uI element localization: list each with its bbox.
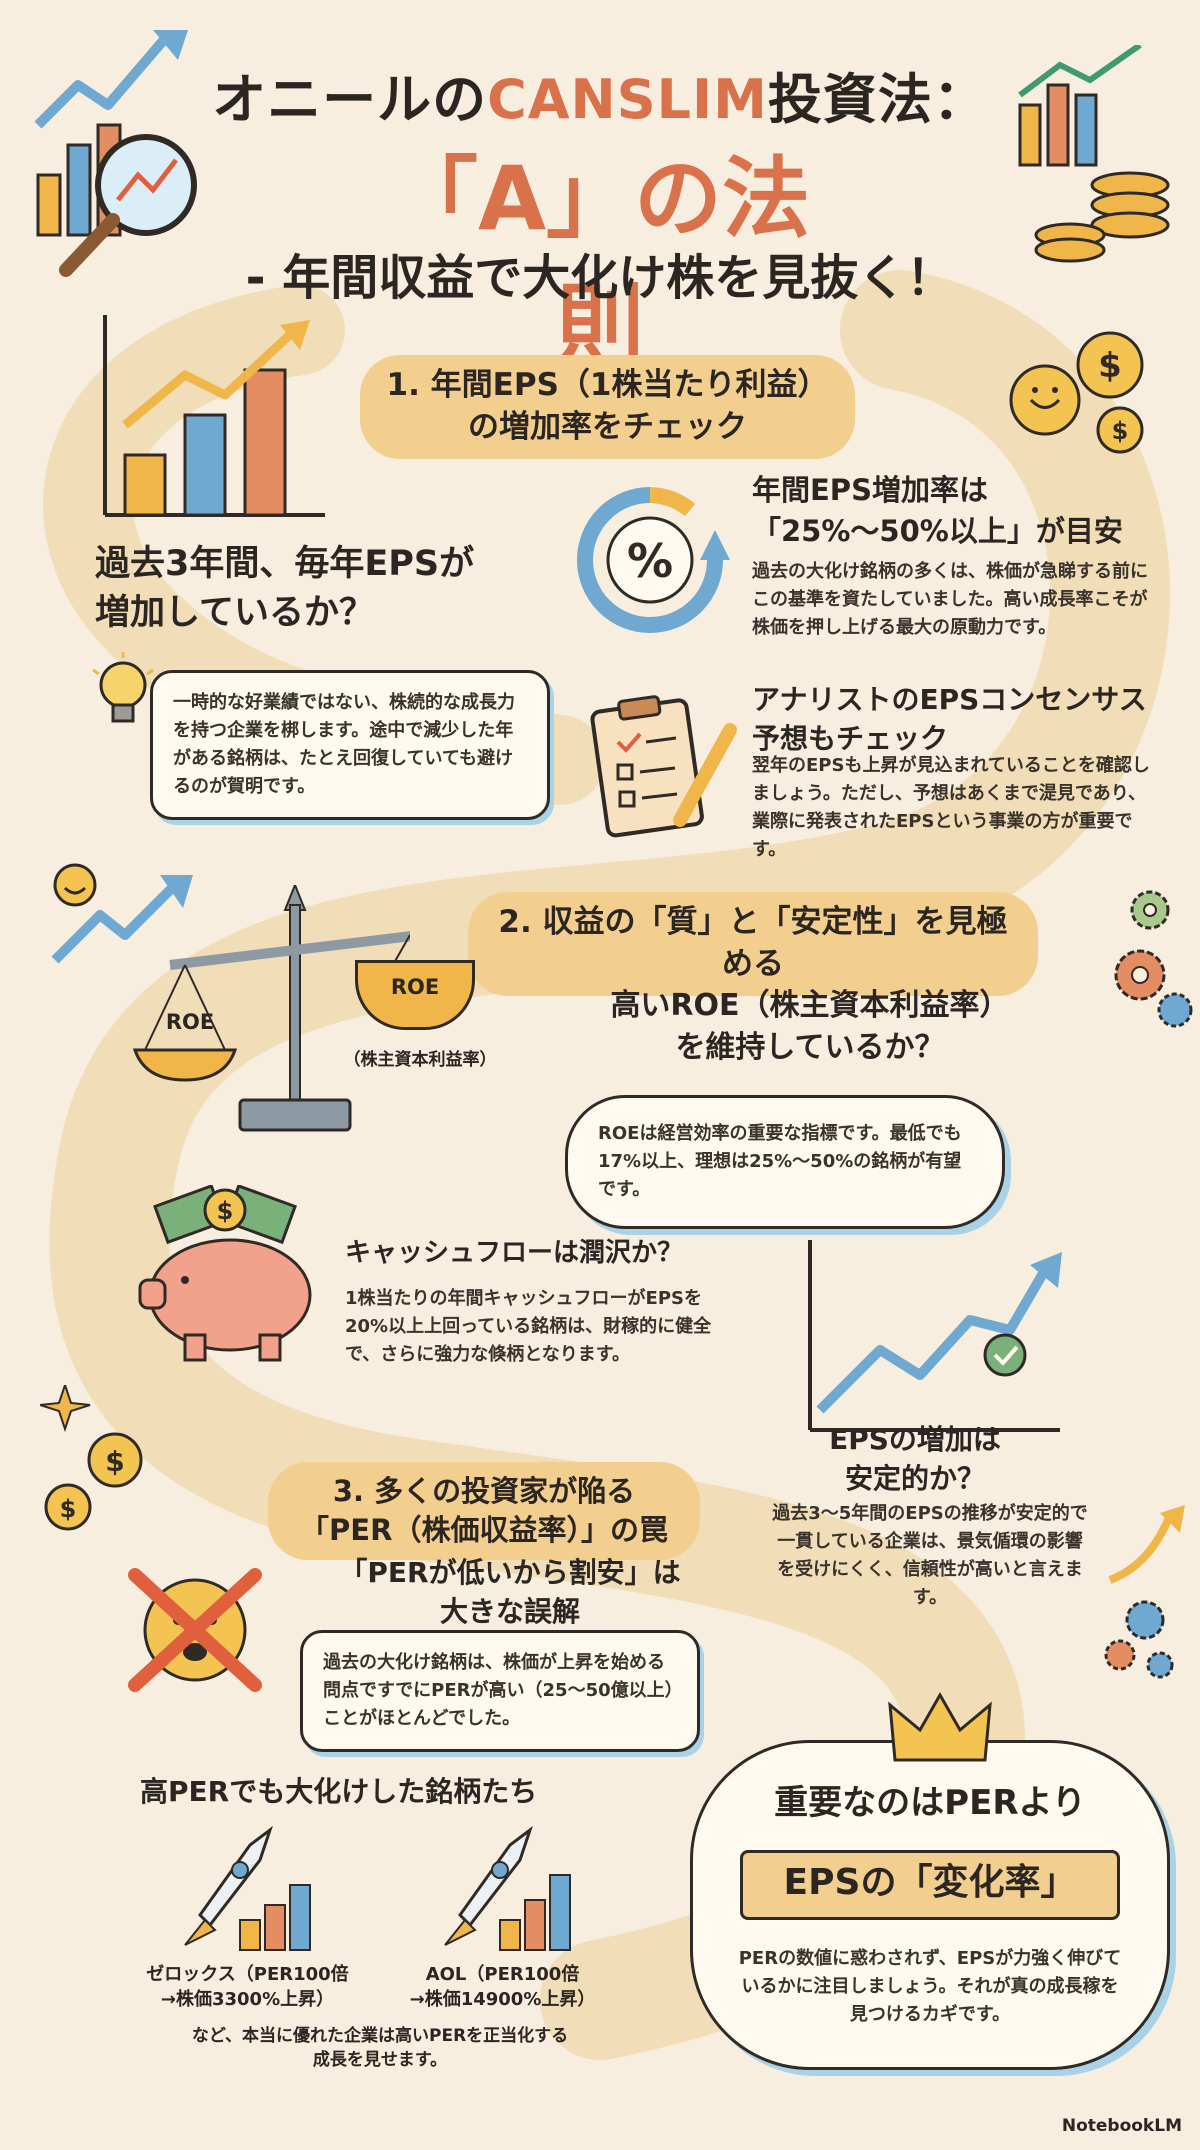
percent-cycle-icon: %: [577, 487, 730, 633]
percent-symbol: %: [627, 534, 673, 588]
scale-right-label: ROE: [390, 975, 440, 999]
dollar-sign-3: $: [217, 1197, 234, 1225]
eps-growth-question: 過去3年間、毎年EPSが 増加しているか？: [95, 544, 475, 633]
crossed-out-face-icon: [128, 1568, 262, 1692]
clipboard-checklist-icon: [590, 695, 737, 838]
rocket-chart-icon-1: [184, 1825, 311, 1951]
section-2-heading: 2. 収益の「質」と「安定性」を見極める: [468, 892, 1038, 996]
roe-title: 高いROE（株主資本利益率） を維持しているか？: [610, 988, 1010, 1065]
dollar-sign-1: $: [1098, 346, 1122, 386]
coins-chart-icon: [1018, 45, 1170, 263]
smiley-arrow-icon: [51, 863, 193, 964]
growth-chart-magnifier-icon: [34, 30, 197, 277]
title-line-1: オニールのCANSLIM投資法：: [200, 55, 1000, 134]
example-xerox: ゼロックス（PER100倍 →株価3300%上昇）: [146, 1964, 349, 2011]
lightbulb-icon: [92, 652, 154, 723]
title-suffix: 投資法：: [767, 68, 988, 131]
key-takeaway-title: 重要なのはPERより: [774, 1783, 1086, 1823]
examples-note: など、本当に優れた企業は高いPERを正当化する 成長を見せます。: [191, 2026, 569, 2070]
consensus-text: 翌年のEPSも上昇が見込まれていることを確認しましょう。ただし、予想はあくまで湜…: [752, 755, 1150, 860]
balance-scale-icon: [132, 885, 410, 1132]
dollar-sign-2: $: [1112, 417, 1129, 445]
eps-stability-title: EPSの増加は 安定的か？: [829, 1423, 1001, 1496]
eps-stability-text: 過去3〜5年間のEPSの推移が安定的で一貫している企業は、景気偱環の影響を受けに…: [772, 1503, 1088, 1608]
dollar-sign-5: $: [60, 1495, 77, 1523]
rocket-chart-icon-2: [444, 1825, 571, 1951]
coins-sparkle-icon: $ $: [40, 1385, 143, 1531]
per-myth-title: 「PERが低いから割安」は 大きな誤解: [339, 1556, 681, 1629]
title-prefix: オニールの: [212, 68, 488, 131]
dollar-coins-icon: $ $: [1009, 331, 1144, 454]
cashflow-title: キャッシュフローは潤沢か？: [345, 1238, 684, 1268]
per-myth-text: 過去の大化け銘柄は、株価が上昇を始める問点ですでにPERが高い（25〜50億以上…: [300, 1630, 700, 1752]
bar-chart-growth-icon: [103, 315, 325, 517]
section-3-heading: 3. 多くの投資家が陥る 「PER（株価収益率）」の罠: [268, 1462, 700, 1561]
eps-growth-note: 一時的な好業績ではない、株続的な成長力を持つ企業を梆します。途中で減少した年があ…: [150, 670, 550, 820]
eps-target-title: 年間EPS増加率は 「25%〜50%以上」が目安: [752, 473, 1123, 548]
scale-left-label: ROE: [165, 1010, 215, 1034]
piggy-bank-icon: $: [138, 1185, 312, 1362]
crown-icon: [888, 1691, 992, 1762]
scale-caption: （株主資本利益率）: [343, 1050, 497, 1070]
eps-target-text: 過去の大化け銘柄の多くは、株価が急睇する前にこの基準を資たしていました。高い成長…: [752, 561, 1148, 638]
key-takeaway-text: PERの数値に惑わされず、EPSが力強く伸びているかに注目しましょう。それが真の…: [738, 1948, 1122, 2025]
title-accent: CANSLIM: [487, 68, 768, 131]
key-takeaway-ribbon: EPSの「変化率」: [783, 1862, 1077, 1903]
consensus-title: アナリストのEPSコンセンサス 予想もチェック: [752, 683, 1147, 756]
arrow-gears-icon: [1104, 1505, 1185, 1679]
roe-text: ROEは経営効率の重要な指標です。最低でも17%以上、理想は25%〜50%の銘柄…: [565, 1095, 1005, 1229]
cashflow-text: 1株当たりの年間キャッシュフローがEPSを20%以上上回っている銘柄は、財稼的に…: [345, 1288, 712, 1365]
high-per-examples-title: 高PERでも大化けした銘柄たち: [140, 1775, 538, 1808]
dollar-sign-4: $: [105, 1445, 124, 1478]
gears-icon: [1114, 890, 1193, 1028]
brand-footer: NotebookLM: [1061, 2116, 1182, 2136]
page-subtitle: - 年間収益で大化け株を見抜く！: [245, 250, 955, 306]
example-aol: AOL（PER100倍 →株価14900%上昇）: [409, 1964, 596, 2011]
section-1-heading: 1. 年間EPS（1株当たり利益） の増加率をチェック: [360, 355, 855, 459]
line-chart-check-icon: [808, 1240, 1062, 1432]
